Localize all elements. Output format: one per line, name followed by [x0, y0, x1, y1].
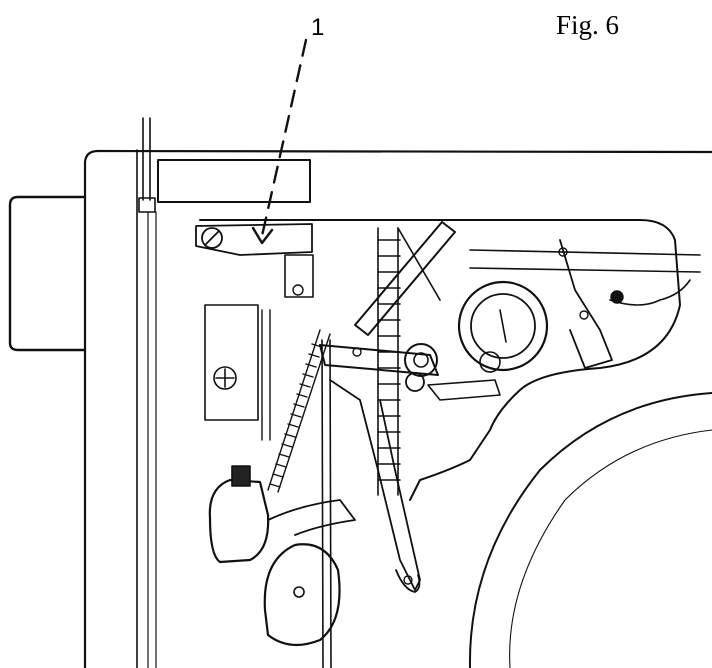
- bracket-screw-slot: [204, 230, 220, 246]
- forked-arm-pin: [403, 575, 413, 585]
- forked-arm-tip: [395, 569, 421, 593]
- rod-collar: [138, 197, 156, 213]
- small-gear: [479, 351, 501, 373]
- main-cam-outer: [457, 280, 549, 372]
- pushrod-left: [321, 339, 324, 668]
- lower-curved-plate: [267, 499, 356, 536]
- bracket-screw: [201, 227, 223, 249]
- main-cam-slot: [499, 309, 507, 343]
- upper-bracket: [195, 223, 313, 256]
- figure-label: Fig. 6: [556, 10, 620, 40]
- main-cam-inner: [470, 293, 536, 359]
- callout-number-1: 1: [311, 14, 325, 41]
- upper-small-block: [284, 254, 314, 298]
- pushrod-right: [329, 339, 332, 668]
- lever-roller-hub: [413, 352, 429, 368]
- upper-small-screw: [292, 284, 304, 296]
- forked-arm: [329, 379, 421, 591]
- cover-plate-outline: [199, 219, 681, 501]
- right-small-screw-b: [579, 310, 589, 320]
- horizontal-lever: [319, 344, 439, 376]
- left-bracket-screw: [213, 366, 237, 390]
- coil-spring: [267, 329, 331, 493]
- right-linkage: [559, 239, 613, 369]
- callout-leader-dashed: [260, 38, 308, 238]
- diagonal-arm-upper: [354, 221, 456, 336]
- lower-link: [427, 379, 501, 401]
- right-rail: [469, 249, 701, 273]
- free-arm-curve: [468, 392, 712, 668]
- handwheel-knob: [8, 195, 87, 352]
- lower-roller: [405, 372, 425, 392]
- callout-arrowhead: [251, 226, 274, 245]
- left-bracket-block: [204, 304, 259, 421]
- free-arm-curve-inner: [509, 429, 712, 668]
- lever-pivot: [352, 347, 362, 357]
- lower-cam-hole: [293, 586, 305, 598]
- thread-guide-top: [231, 465, 251, 487]
- toothed-rack: [377, 227, 441, 496]
- top-opening: [157, 159, 311, 203]
- machine-body-outline: [83, 149, 712, 668]
- thread-guide-body: [208, 478, 270, 564]
- lower-cam-disc: [263, 543, 341, 647]
- right-small-screw-a: [558, 247, 568, 257]
- right-curved-hose: [609, 279, 691, 306]
- right-dark-pin: [610, 290, 624, 304]
